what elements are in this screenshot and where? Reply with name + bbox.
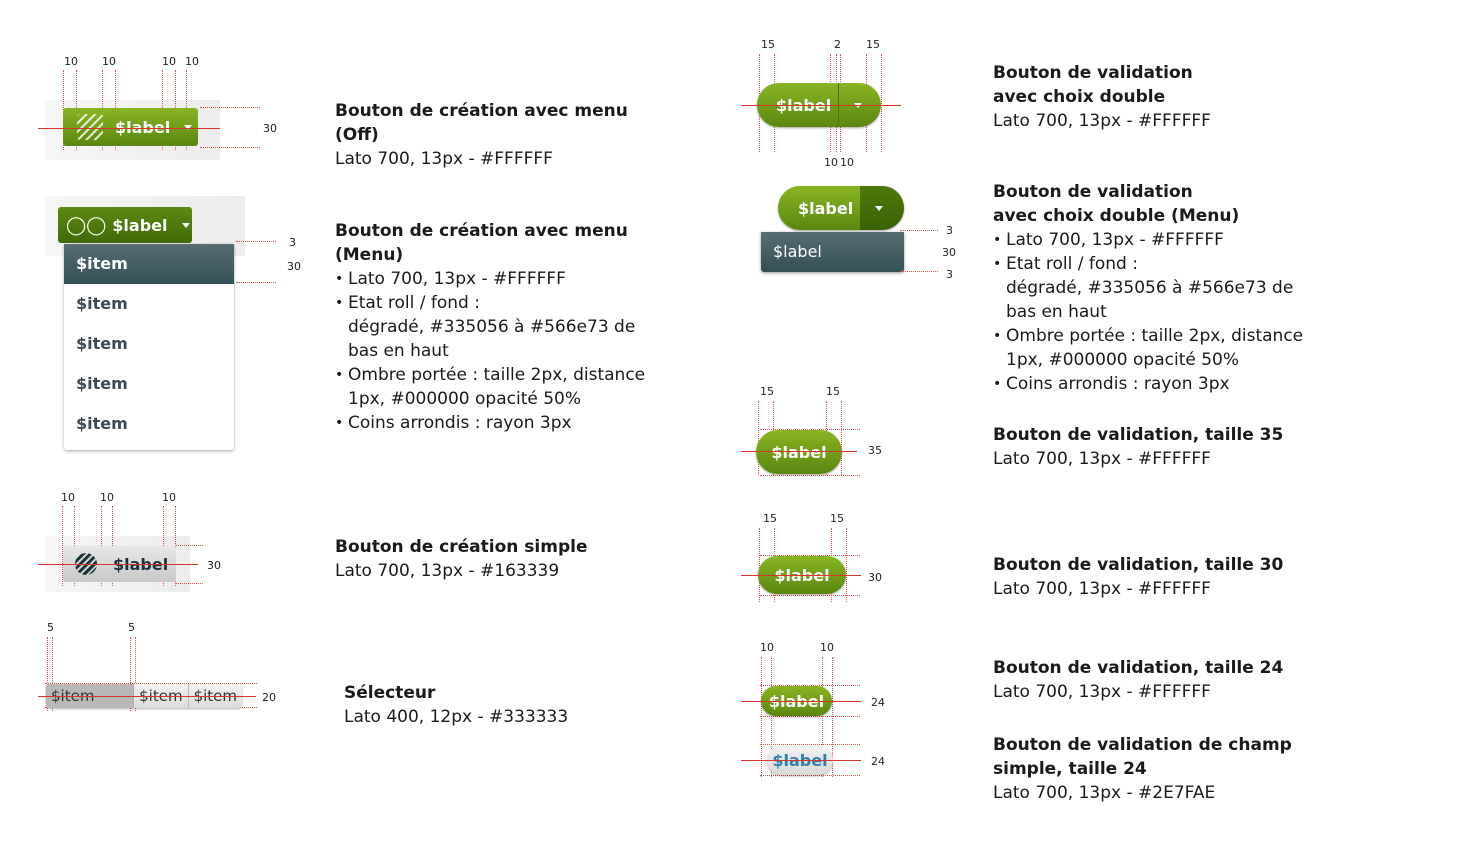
double-choice-menu-description: Bouton de validation avec choix double (… xyxy=(993,180,1303,396)
section-title: Bouton de validation xyxy=(993,63,1193,83)
selector-description: Sélecteur Lato 400, 12px - #333333 xyxy=(344,681,568,729)
dim-label: 10 xyxy=(185,55,199,68)
section-title-line2: (Off) xyxy=(335,125,379,145)
section-spec: Lato 700, 13px - #FFFFFF xyxy=(993,449,1211,469)
section-spec: Lato 700, 13px - #2E7FAE xyxy=(993,783,1216,803)
section-spec: Lato 700, 13px - #FFFFFF xyxy=(993,579,1211,599)
dim-label: 15 xyxy=(830,512,844,525)
hatch-icon xyxy=(77,114,103,140)
menu-item[interactable]: $item xyxy=(64,244,234,284)
dim-label: 15 xyxy=(826,385,840,398)
dim-label: 30 xyxy=(207,559,221,572)
section-title: Bouton de validation, taille 24 xyxy=(993,658,1284,678)
validation-35-label: $label xyxy=(771,442,827,462)
dropdown-menu: $item $item $item $item $item xyxy=(64,244,234,450)
validation-24-description: Bouton de validation, taille 24 Lato 700… xyxy=(993,656,1283,704)
glasses-icon: ◯◯ xyxy=(66,214,107,236)
menu-item[interactable]: $item xyxy=(76,414,128,433)
dim-label: 10 xyxy=(100,491,114,504)
validation-35-button[interactable]: $label xyxy=(756,430,842,474)
dim-label: 35 xyxy=(868,444,882,457)
dim-label: 5 xyxy=(128,621,135,634)
section-title-line2: avec choix double xyxy=(993,87,1166,107)
dim-label: 24 xyxy=(871,696,885,709)
dim-label: 10 xyxy=(820,641,834,654)
dim-label: 3 xyxy=(946,224,953,237)
dim-label: 15 xyxy=(761,38,775,51)
spec-bullet: Coins arrondis : rayon 3px xyxy=(335,411,645,435)
dim-label: 3 xyxy=(289,236,296,249)
section-title: Sélecteur xyxy=(344,683,436,703)
section-title: Bouton de validation de champ xyxy=(993,735,1292,755)
create-menu-button-open[interactable]: ◯◯ $label xyxy=(58,207,192,243)
dim-label: 10 xyxy=(61,491,75,504)
create-menu-off-description: Bouton de création avec menu (Off) Lato … xyxy=(335,99,628,171)
spec-bullet: Ombre portée : taille 2px, distance1px, … xyxy=(993,324,1303,372)
create-menu-open-label: $label xyxy=(112,215,168,235)
double-choice-menu-button[interactable]: $label xyxy=(778,186,904,230)
section-title-line2: (Menu) xyxy=(335,245,404,265)
double-choice-menu-item[interactable]: $label xyxy=(761,232,904,272)
dim-label: 15 xyxy=(866,38,880,51)
spec-bullet: Coins arrondis : rayon 3px xyxy=(993,372,1303,396)
dim-label: 30 xyxy=(942,246,956,259)
section-title: Bouton de validation xyxy=(993,182,1193,202)
section-title: Bouton de création avec menu xyxy=(335,221,628,241)
dim-label: 10 xyxy=(162,491,176,504)
menu-item[interactable]: $item xyxy=(76,374,128,393)
section-spec: Lato 700, 13px - #163339 xyxy=(335,561,560,581)
double-choice-description: Bouton de validation avec choix double L… xyxy=(993,61,1211,133)
dim-label: 10 xyxy=(760,641,774,654)
dim-label: 10 xyxy=(64,55,78,68)
spec-bullet: Lato 700, 13px - #FFFFFF xyxy=(335,267,645,291)
section-title: Bouton de création simple xyxy=(335,537,588,557)
dim-label: 3 xyxy=(946,268,953,281)
dim-label: 10 xyxy=(162,55,176,68)
dim-label: 20 xyxy=(262,691,276,704)
create-menu-open-description: Bouton de création avec menu (Menu) Lato… xyxy=(335,219,645,435)
create-menu-label: $label xyxy=(115,117,171,137)
chevron-down-icon[interactable] xyxy=(181,222,190,228)
spec-bullet: Lato 700, 13px - #FFFFFF xyxy=(993,228,1303,252)
section-title-line2: simple, taille 24 xyxy=(993,759,1147,779)
section-spec: Lato 400, 12px - #333333 xyxy=(344,707,569,727)
spec-bullet: Ombre portée : taille 2px, distance1px, … xyxy=(335,363,645,411)
spec-bullet: Etat roll / fond :dégradé, #335056 à #56… xyxy=(335,291,645,363)
field-validation-description: Bouton de validation de champ simple, ta… xyxy=(993,733,1292,805)
dim-label: 10 xyxy=(824,156,838,169)
dim-label: 30 xyxy=(868,571,882,584)
section-spec: Lato 700, 13px - #FFFFFF xyxy=(993,111,1211,131)
menu-item-label: $label xyxy=(773,242,822,261)
dim-label: 15 xyxy=(763,512,777,525)
dim-label: 5 xyxy=(47,621,54,634)
dim-label: 10 xyxy=(102,55,116,68)
validation-30-description: Bouton de validation, taille 30 Lato 700… xyxy=(993,553,1283,601)
create-simple-description: Bouton de création simple Lato 700, 13px… xyxy=(335,535,588,583)
menu-item[interactable]: $item xyxy=(76,334,128,353)
validation-35-description: Bouton de validation, taille 35 Lato 700… xyxy=(993,423,1283,471)
dim-label: 2 xyxy=(834,38,841,51)
section-spec: Lato 700, 13px - #FFFFFF xyxy=(335,149,553,169)
menu-item[interactable]: $item xyxy=(76,294,128,313)
dim-label: 30 xyxy=(287,260,301,273)
section-spec: Lato 700, 13px - #FFFFFF xyxy=(993,682,1211,702)
dim-label: 15 xyxy=(760,385,774,398)
section-title: Bouton de validation, taille 35 xyxy=(993,425,1284,445)
section-title: Bouton de création avec menu xyxy=(335,101,628,121)
chevron-down-icon[interactable] xyxy=(875,206,883,211)
spec-bullet: Etat roll / fond :dégradé, #335056 à #56… xyxy=(993,252,1303,324)
dim-label: 24 xyxy=(871,755,885,768)
section-title: Bouton de validation, taille 30 xyxy=(993,555,1284,575)
section-title-line2: avec choix double (Menu) xyxy=(993,206,1240,226)
double-choice-menu-label: $label xyxy=(798,198,854,218)
dim-label: 10 xyxy=(840,156,854,169)
dim-label: 30 xyxy=(263,122,277,135)
chevron-down-icon[interactable] xyxy=(184,124,193,130)
create-menu-button[interactable]: $label xyxy=(63,108,198,146)
